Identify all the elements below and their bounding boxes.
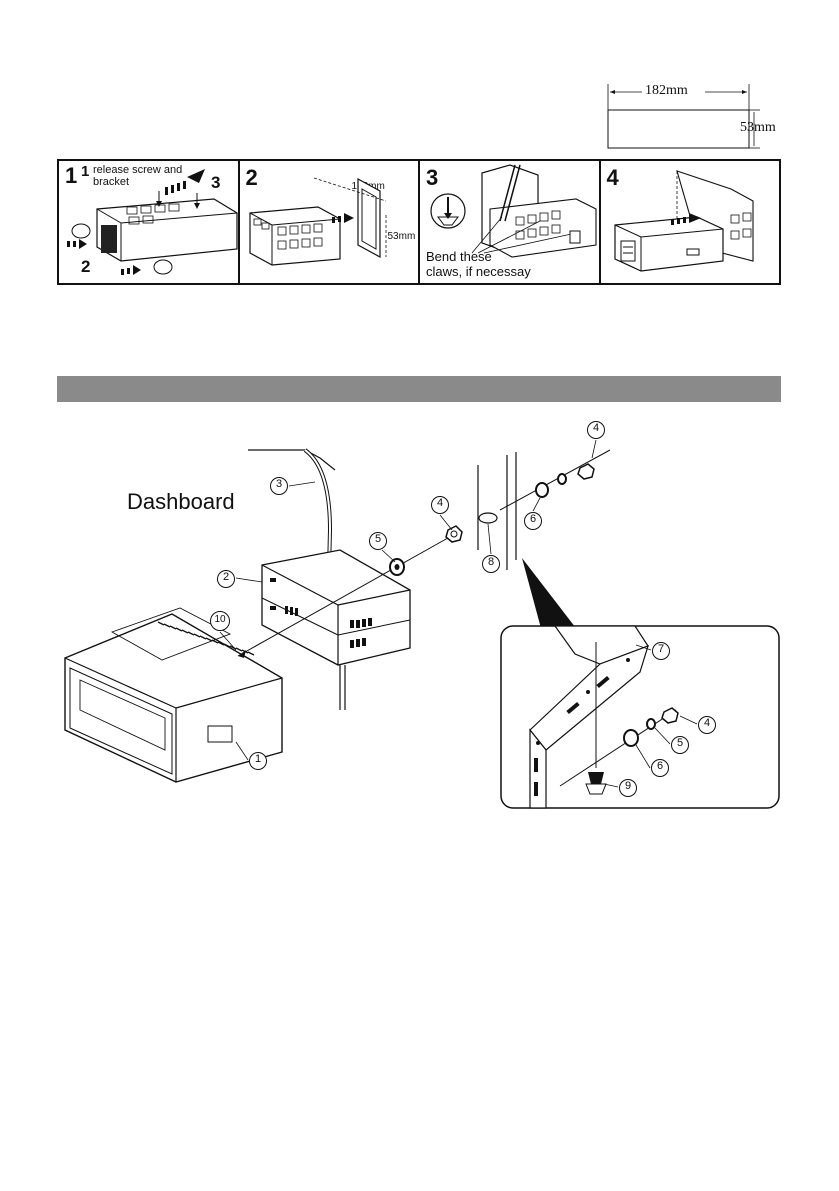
dimension-box: 182mm 53mm: [600, 80, 785, 150]
step-panel-3: 3 Bend these claws, if necessay: [420, 161, 601, 283]
callout-9-label: 9: [624, 780, 632, 792]
callout-10: 10: [209, 610, 231, 637]
callout-7-label: 7: [657, 643, 665, 655]
callout-6-label: 6: [656, 760, 664, 772]
dimension-box-drawing: [607, 84, 760, 149]
callout-6-label: 6: [529, 513, 537, 525]
callout-7: 7: [651, 641, 671, 666]
callout-5-inset: 5: [670, 735, 690, 760]
callout-4-inset: 4: [697, 715, 717, 740]
callout-2-label: 2: [222, 571, 230, 583]
step-sub-label-2: 2: [81, 257, 91, 276]
step-panel-2: 2 182mm 53mm: [240, 161, 420, 283]
radio-unit-drawing: [67, 169, 238, 275]
callout-5-label: 5: [676, 737, 684, 749]
callout-6-inset: 6: [650, 758, 670, 783]
step-text-line-2: bracket: [93, 176, 130, 188]
callout-2: 2: [216, 569, 236, 594]
callout-4-mid: 4: [430, 495, 450, 520]
installation-exploded-diagram: [64, 448, 780, 809]
step-sub-label-1: 1: [81, 163, 90, 180]
callout-10-label: 10: [214, 614, 226, 625]
callout-1-label: 1: [254, 753, 262, 765]
insert-unit-drawing: [613, 170, 754, 272]
callout-4-top: 4: [586, 420, 606, 445]
callout-1: 1: [248, 751, 268, 776]
step-panel-1: 1 1 release screw and bracket 2 3: [59, 161, 240, 283]
dimension-width-label: 182mm: [645, 83, 688, 98]
step-number: 1: [65, 163, 78, 188]
step-text-line-2: claws, if necessay: [426, 264, 531, 279]
step-number: 2: [245, 165, 258, 190]
callout-5-mid: 5: [368, 531, 388, 556]
callout-5-label: 5: [374, 533, 382, 545]
step-sub-label-3: 3: [211, 173, 221, 192]
bend-claws-drawing: [430, 164, 597, 258]
step-text-line-1: Bend these: [426, 249, 492, 264]
step-height-label: 53mm: [387, 231, 416, 242]
callout-8-label: 8: [487, 556, 495, 568]
step-panels: 1 1 release screw and bracket 2 3: [57, 159, 781, 285]
sleeve-bezel-drawing: [248, 177, 386, 266]
callout-6-top: 6: [523, 511, 543, 536]
callout-4-label: 4: [592, 422, 600, 434]
callout-8: 8: [481, 554, 501, 579]
step-number: 3: [426, 165, 439, 190]
callout-4-label: 4: [703, 717, 711, 729]
callout-3-label: 3: [275, 478, 283, 490]
callout-3: 3: [269, 476, 289, 501]
dimension-height-label: 53mm: [740, 120, 776, 135]
callout-4-label: 4: [436, 497, 444, 509]
step-number: 4: [606, 165, 619, 190]
step-text-line-1: release screw and: [93, 164, 183, 176]
step-panel-4: 4: [601, 161, 780, 283]
dashboard-label: Dashboard: [127, 489, 235, 514]
section-header-bar: [57, 376, 781, 402]
callout-9: 9: [618, 778, 638, 803]
